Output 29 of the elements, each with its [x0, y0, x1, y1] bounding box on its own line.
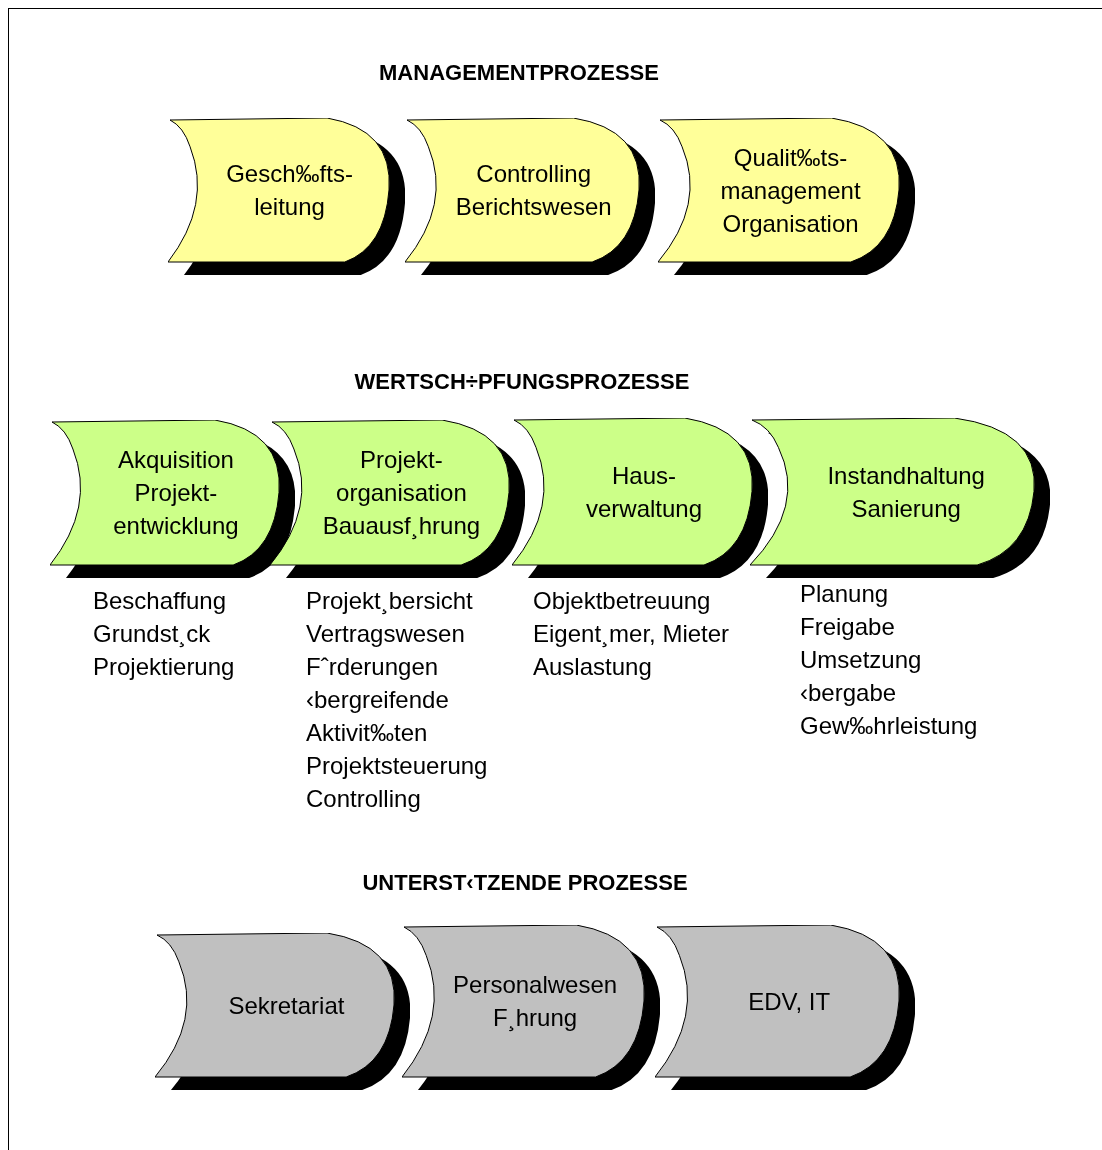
process-label: Sekretariat — [228, 990, 345, 1021]
activity-text: Projektierung — [93, 652, 236, 682]
process-label: Gesch‰fts- leitung — [225, 159, 354, 222]
activity-text: Gew‰hrleistung — [800, 711, 979, 741]
activity-text: Auslastung — [533, 652, 653, 682]
section-heading: UNTERST‹TZENDE PROZESSE — [362, 870, 688, 896]
activity-text: ‹bergreifende Aktivit‰ten — [306, 685, 450, 748]
activity-text: Eigent¸mer, Mieter — [533, 619, 731, 650]
activity-text: Beschaffung Grundst¸ck — [93, 586, 227, 650]
activity-text: Umsetzung — [800, 645, 923, 675]
process-label: Controlling Berichtswesen — [454, 159, 613, 222]
section-heading: MANAGEMENTPROZESSE — [379, 60, 659, 86]
process-label: Instandhaltung Sanierung — [826, 460, 986, 524]
activity-text: Projektsteuerung — [306, 751, 489, 781]
activity-text: Freigabe — [800, 612, 896, 642]
section-heading: WERTSCH÷PFUNGSPROZESSE — [354, 369, 690, 395]
process-label: EDV, IT — [748, 986, 831, 1017]
activity-text: Projekt¸bersicht — [306, 586, 474, 617]
activity-text: Vertragswesen — [306, 619, 466, 649]
process-label: Akquisition Projekt- entwicklung — [112, 445, 240, 541]
activity-text: Controlling — [306, 784, 422, 814]
activity-text: Fˆrderungen — [306, 652, 440, 682]
activity-text: ‹bergabe — [800, 678, 898, 708]
process-label: Personalwesen F¸hrung — [452, 970, 619, 1034]
process-label: Qualit‰ts- management Organisation — [719, 142, 862, 239]
process-label: Projekt- organisation Bauausf¸hrung — [321, 445, 482, 542]
process-label: Haus- verwaltung — [584, 460, 704, 524]
activity-text: Planung — [800, 579, 890, 609]
activity-text: Objektbetreuung — [533, 586, 712, 616]
